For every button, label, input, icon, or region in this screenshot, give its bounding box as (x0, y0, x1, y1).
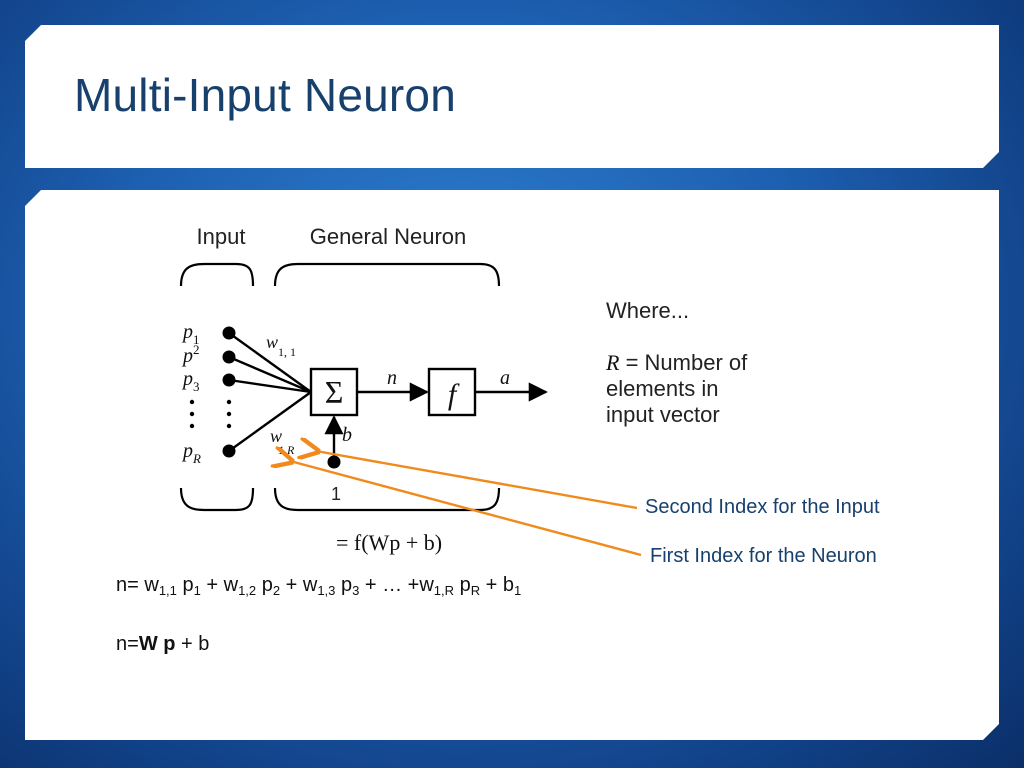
expanded-equation: n= w1,1 p1 + w1,2 p2 + w1,3 p3 + … +w1,R… (116, 574, 522, 598)
bias-input-label: 1 (331, 484, 341, 504)
weight-line-1 (228, 332, 312, 393)
input-label-p1: p1 (181, 321, 200, 347)
input-label-ellipsis (189, 399, 195, 429)
first-index-arrow (290, 461, 642, 557)
r-definition-line-1: R = Number of (605, 350, 748, 375)
input-top-brace (179, 262, 255, 287)
weight-line-2 (228, 355, 312, 394)
input-bottom-brace (179, 487, 255, 512)
neuron-top-brace (273, 262, 501, 287)
input-node-ellipsis (226, 399, 232, 429)
input-label-p2: p2 (181, 342, 200, 367)
content-panel (25, 190, 999, 740)
weight-line-3 (228, 378, 312, 394)
net-input-label: n (387, 367, 397, 389)
r-definition-line-3: input vector (606, 402, 720, 427)
input-label-p3: p3 (181, 368, 200, 394)
r-definition-line-2: elements in (606, 376, 719, 401)
output-formula: = f(Wp + b) (336, 530, 442, 555)
second-index-annotation: Second Index for the Input (645, 496, 880, 518)
input-label-pR: pR (181, 440, 201, 466)
neuron-heading: General Neuron (310, 224, 467, 249)
summation-box (309, 367, 359, 417)
transfer-function-box (427, 367, 477, 417)
neuron-bottom-brace (273, 487, 501, 512)
summation-symbol: Σ (325, 374, 344, 410)
weight-line-R (228, 391, 312, 452)
where-heading: Where... (606, 298, 689, 323)
weight-label-w11: w1, 1 (266, 332, 296, 359)
matrix-equation: n=W p + b (116, 633, 210, 655)
slide-title: Multi-Input Neuron (74, 69, 456, 121)
title-panel (25, 25, 999, 168)
input-heading: Input (197, 224, 246, 249)
bias-label: b (342, 424, 352, 446)
first-index-annotation: First Index for the Neuron (650, 545, 877, 567)
second-index-arrow (316, 451, 638, 510)
bias-node (327, 455, 341, 469)
output-label: a (500, 367, 510, 389)
